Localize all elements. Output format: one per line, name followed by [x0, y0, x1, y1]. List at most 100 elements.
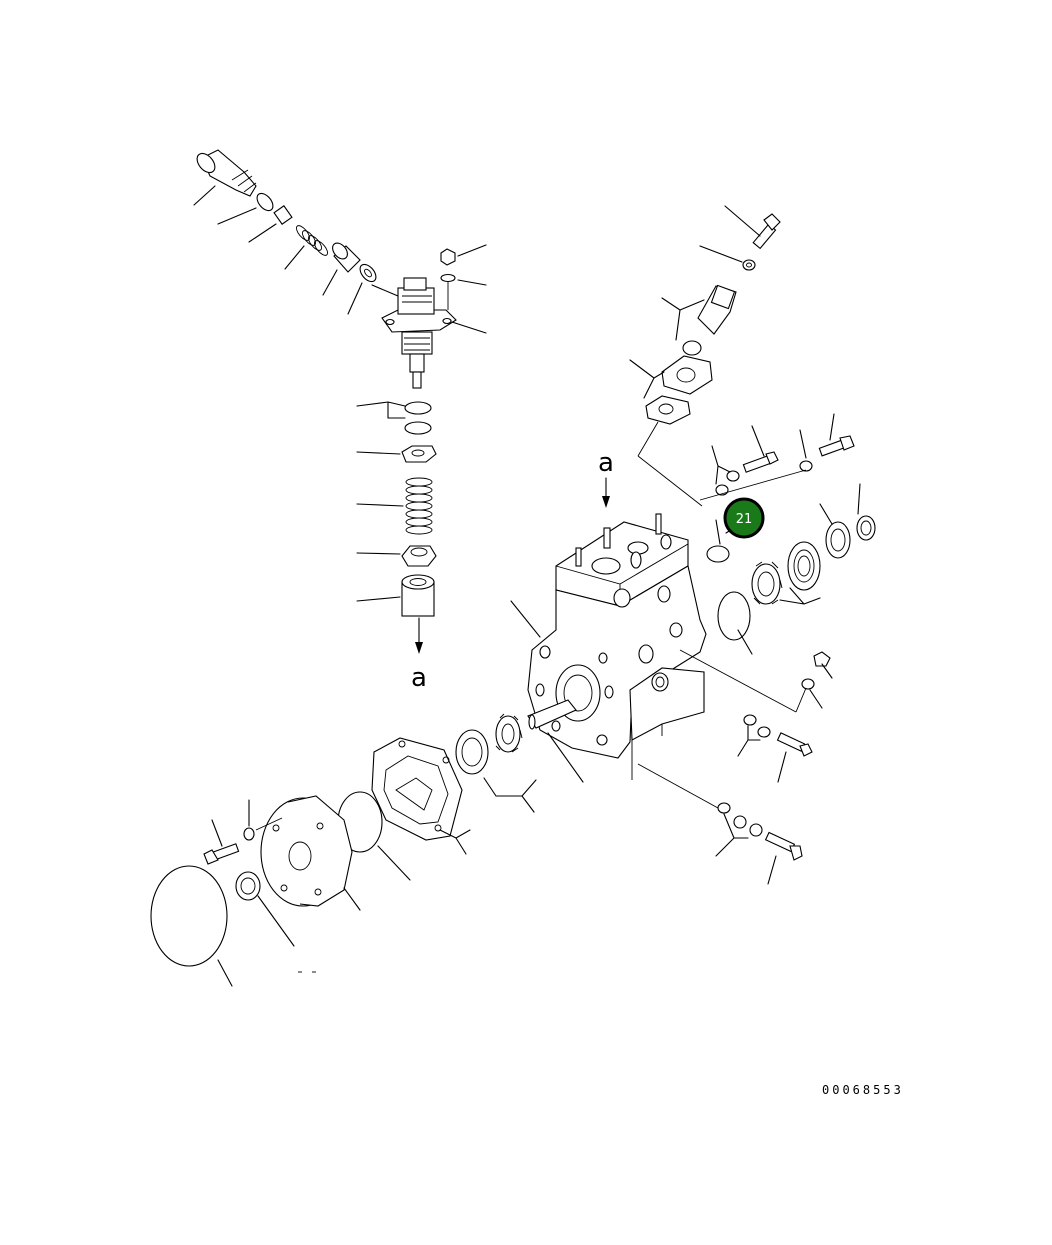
washer-part [742, 259, 756, 271]
speed-sensor-part [682, 284, 737, 356]
leader-line [248, 223, 277, 243]
leader-line [724, 205, 761, 237]
leader-line [356, 401, 406, 419]
plunger-spring [405, 477, 433, 535]
leader-line [821, 663, 833, 679]
o-ring-part [256, 192, 274, 212]
leader-line [457, 279, 487, 286]
bushing-part [856, 515, 876, 541]
washer-part [440, 273, 456, 283]
leader-line [356, 451, 401, 455]
leader-line [356, 552, 401, 555]
leader-line [711, 445, 731, 485]
view-arrow-down [415, 617, 423, 654]
seal-ring-part [825, 521, 851, 559]
leader-line [217, 207, 257, 225]
fitting-part [196, 149, 257, 197]
washer-part [243, 827, 255, 841]
leader-line [699, 245, 743, 263]
plug-part [813, 651, 831, 667]
bolt-part [818, 435, 855, 457]
view-arrow-down [602, 477, 610, 508]
leader-line [779, 587, 821, 605]
spring-part [296, 225, 328, 256]
tappet-part [401, 574, 435, 617]
leader-line [751, 425, 765, 457]
leader-line [343, 887, 361, 911]
gasket-part [645, 355, 713, 425]
leader-line [715, 813, 749, 857]
leader-line [547, 732, 584, 783]
leader-line [322, 269, 338, 296]
washer-part [359, 263, 377, 283]
leader-line [377, 845, 411, 881]
gasket-plate-part [371, 737, 463, 841]
view-marker-top: a [598, 448, 614, 478]
bolt-part [764, 831, 803, 861]
leader-line [257, 895, 295, 947]
reference-line [679, 649, 797, 713]
leader-line [715, 519, 721, 545]
leader-line [737, 629, 753, 655]
bolt-part [776, 732, 813, 757]
leader-line [629, 359, 665, 399]
seal-part [235, 871, 261, 901]
washer-part [799, 460, 813, 472]
leader-line [457, 244, 487, 257]
bearing-part [787, 541, 821, 591]
large-gasket-part [150, 865, 228, 967]
bolt-part [203, 843, 240, 865]
leader-line [767, 855, 777, 885]
leader-line [356, 596, 401, 602]
o-ring-part [706, 545, 730, 563]
leader-line [193, 185, 216, 206]
leader-line [284, 245, 305, 270]
callout-21-label: 21 [736, 512, 753, 527]
washer-pair [715, 470, 740, 496]
leader-line [439, 829, 471, 855]
washer-pair [743, 714, 771, 738]
reference-line [255, 817, 283, 831]
leader-line [819, 503, 833, 525]
sleeve-part [332, 242, 361, 273]
leader-line [510, 600, 541, 638]
washer-triple [717, 802, 763, 837]
o-ring-pair [404, 401, 432, 435]
pump-housing [527, 513, 707, 780]
nut-part [440, 248, 456, 266]
leader-line [483, 777, 537, 813]
reference-line [637, 455, 703, 507]
nipple-part [273, 205, 293, 225]
reference-line [795, 687, 807, 713]
reference-line [637, 763, 719, 809]
front-cover-part [260, 795, 353, 907]
leader-line [451, 321, 487, 334]
drawing-code: 00068553 [822, 1083, 904, 1097]
gear-hub-part [495, 713, 523, 753]
leader-line [661, 297, 705, 341]
washer-part [801, 678, 815, 690]
leader-line [857, 483, 861, 515]
bolt-part [742, 451, 779, 473]
reference-line [637, 421, 659, 457]
leader-line [777, 751, 787, 783]
bolt-part [752, 213, 781, 250]
leader-line [737, 725, 761, 757]
leader-line [829, 413, 835, 441]
leader-line [347, 282, 363, 315]
delivery-valve-holder [381, 277, 457, 389]
bearing-part [455, 729, 489, 775]
view-marker-bottom: a [411, 663, 427, 693]
spring-seat-upper [401, 445, 437, 463]
leader-line [211, 819, 223, 847]
drive-gear-part [751, 561, 783, 605]
cover-plate-part [717, 591, 751, 641]
spring-seat-lower [401, 545, 437, 567]
reference-line [699, 469, 807, 501]
leader-line [371, 284, 399, 297]
callout-21[interactable]: 21 [723, 497, 765, 539]
leader-line [799, 429, 807, 459]
leader-line [356, 503, 404, 507]
